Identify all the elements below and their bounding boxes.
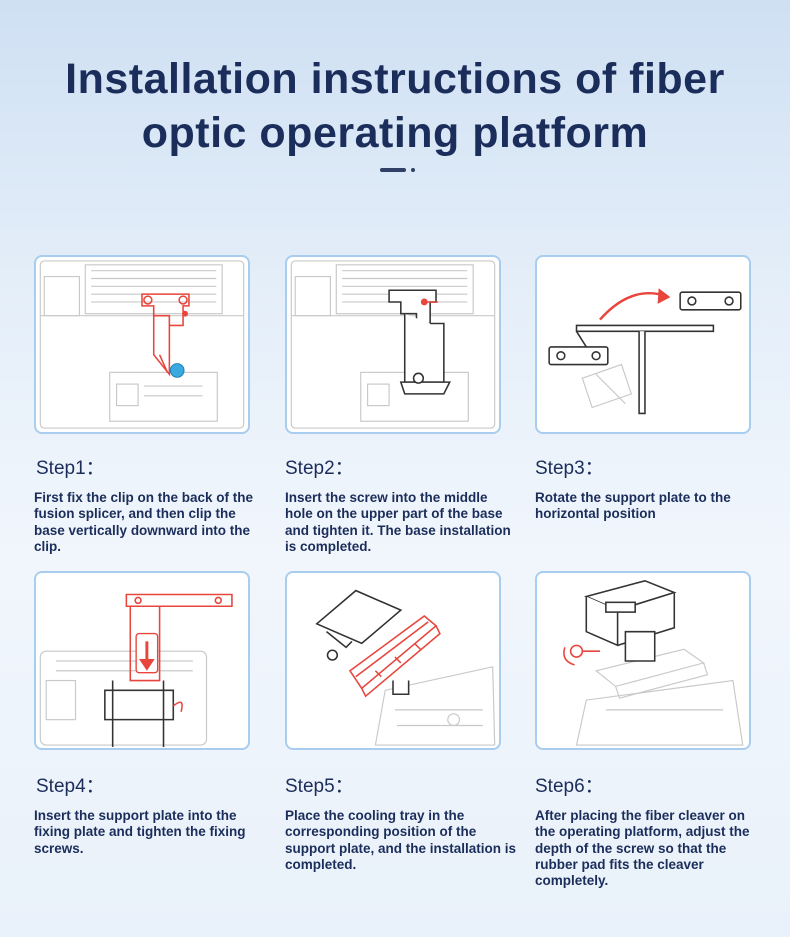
step-2-illustration [285, 255, 501, 434]
step-3-illustration [535, 255, 751, 434]
divider-bar [380, 168, 406, 172]
rotate-plate-icon [548, 288, 742, 415]
step-3-title: Step3： [535, 458, 604, 479]
clip-on-splicer-icon [39, 260, 245, 429]
title-line-1: Installation instructions of fiber [65, 55, 725, 103]
step-2-text: Insert the screw into the middle hole on… [285, 490, 511, 554]
step-5-title: Step5： [285, 776, 354, 797]
step-1-illustration [34, 255, 250, 434]
cooling-tray-icon [315, 589, 496, 746]
title-line-2: optic operating platform [141, 109, 649, 157]
step-4-text: Insert the support plate into the fixing… [34, 808, 246, 856]
cleaver-adjust-icon [563, 579, 744, 746]
step-6-title: Step6： [535, 776, 604, 797]
step-6-text: After placing the fiber cleaver on the o… [535, 808, 750, 889]
step-2-title: Step2： [285, 458, 354, 479]
step-4-title: Step4： [36, 776, 105, 797]
base-screw-icon [290, 260, 496, 429]
divider-dot [411, 168, 415, 172]
step-6-illustration [535, 571, 751, 750]
step-1-text: First fix the clip on the back of the fu… [34, 490, 254, 554]
step-4-illustration [34, 571, 250, 750]
step-5-text: Place the cooling tray in the correspond… [285, 808, 517, 872]
insert-plate-icon [39, 593, 233, 748]
step-5-illustration [285, 571, 501, 750]
step-1-title: Step1： [36, 458, 105, 479]
step-3-text: Rotate the support plate to the horizont… [535, 490, 731, 522]
page-title: Installation instructions of fiber optic… [0, 52, 790, 160]
